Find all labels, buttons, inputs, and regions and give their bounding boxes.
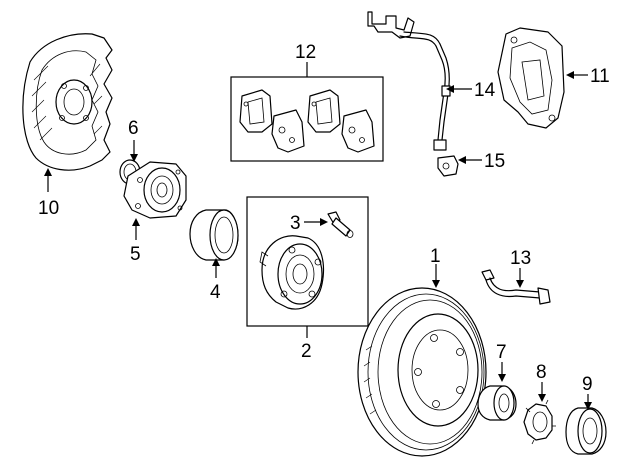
callout-13: 13 [510, 248, 531, 269]
bearing-part[interactable] [189, 209, 239, 261]
brake-pads-part[interactable] [239, 89, 375, 153]
dust-shield-part[interactable] [22, 33, 113, 171]
callout-12: 12 [295, 42, 316, 63]
callout-2: 2 [301, 341, 312, 362]
callout-3: 3 [290, 213, 301, 234]
speed-sensor-part[interactable] [437, 155, 459, 177]
grease-cap-part[interactable] [477, 385, 517, 421]
callout-6: 6 [128, 118, 139, 139]
callout-14: 14 [474, 80, 496, 101]
callout-7: 7 [496, 342, 507, 363]
callout-9: 9 [582, 374, 593, 395]
caliper-part[interactable] [497, 27, 565, 129]
callout-8: 8 [536, 362, 547, 383]
callout-1: 1 [430, 246, 441, 267]
callout-11: 11 [590, 66, 610, 87]
callout-5: 5 [130, 244, 141, 265]
hub-cap-part[interactable] [565, 407, 607, 455]
hub-assembly-part[interactable] [259, 235, 325, 310]
callout-10: 10 [38, 198, 59, 219]
brake-hose-part[interactable] [481, 269, 551, 305]
sensor-harness-part[interactable] [367, 11, 451, 151]
callout-15: 15 [484, 151, 505, 172]
lock-nut-part[interactable] [523, 399, 556, 445]
leader-lines [44, 62, 592, 410]
callout-4: 4 [210, 282, 221, 303]
hub-knuckle-part[interactable] [123, 161, 187, 219]
brake-rotor-part[interactable] [357, 287, 487, 457]
wheel-stud-part[interactable] [327, 211, 354, 238]
